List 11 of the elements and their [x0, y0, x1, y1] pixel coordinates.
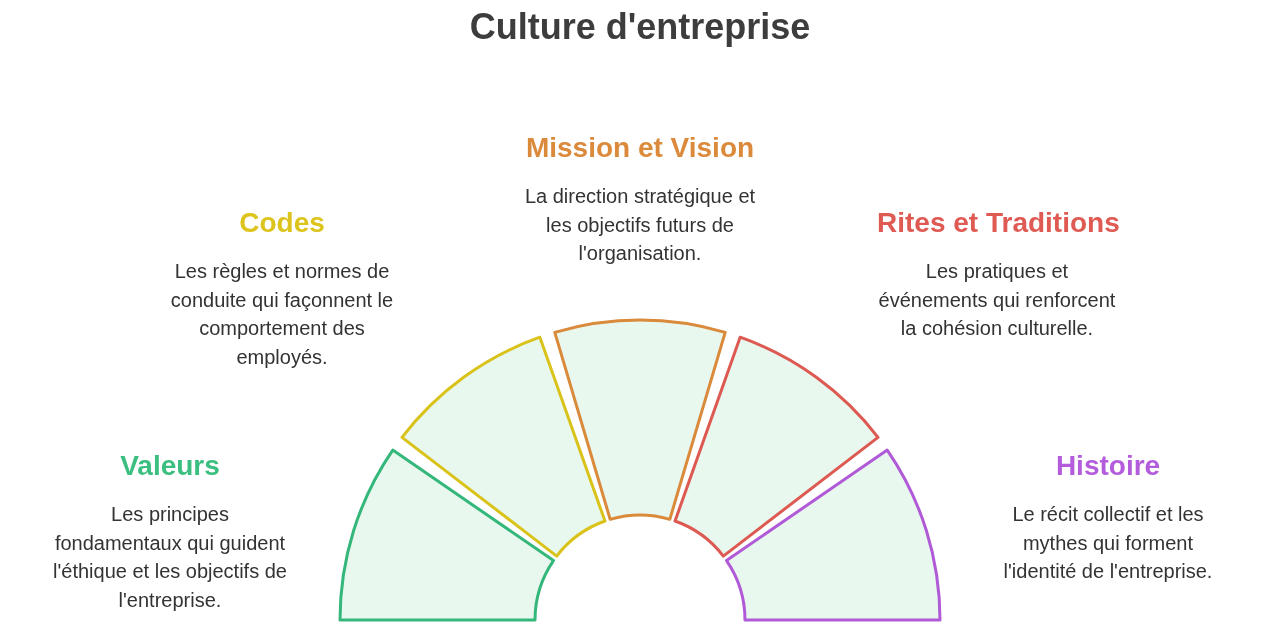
description: Le récit collectif et les mythes qui forment l'identité de l'entreprise.: [1002, 502, 1214, 584]
heading: Mission et Vision: [525, 132, 755, 164]
heading: Histoire: [1055, 450, 1161, 482]
description: La direction stratégique et les objectifs futurs de l'organisation.: [523, 184, 757, 266]
description: Les pratiques et événements qui renforcent la cohésion culturelle.: [877, 259, 1117, 341]
description: Les règles et normes de conduite qui façonnent le comportement des employés.: [169, 259, 395, 370]
title: Culture d'entreprise: [469, 6, 811, 48]
heading: Codes: [239, 207, 325, 239]
heading: Rites et Traditions: [877, 207, 1120, 239]
heading: Valeurs: [120, 450, 220, 482]
description: Les principes fondamentaux qui guident l'éthique et les objectifs de l'entreprise.: [52, 502, 288, 613]
